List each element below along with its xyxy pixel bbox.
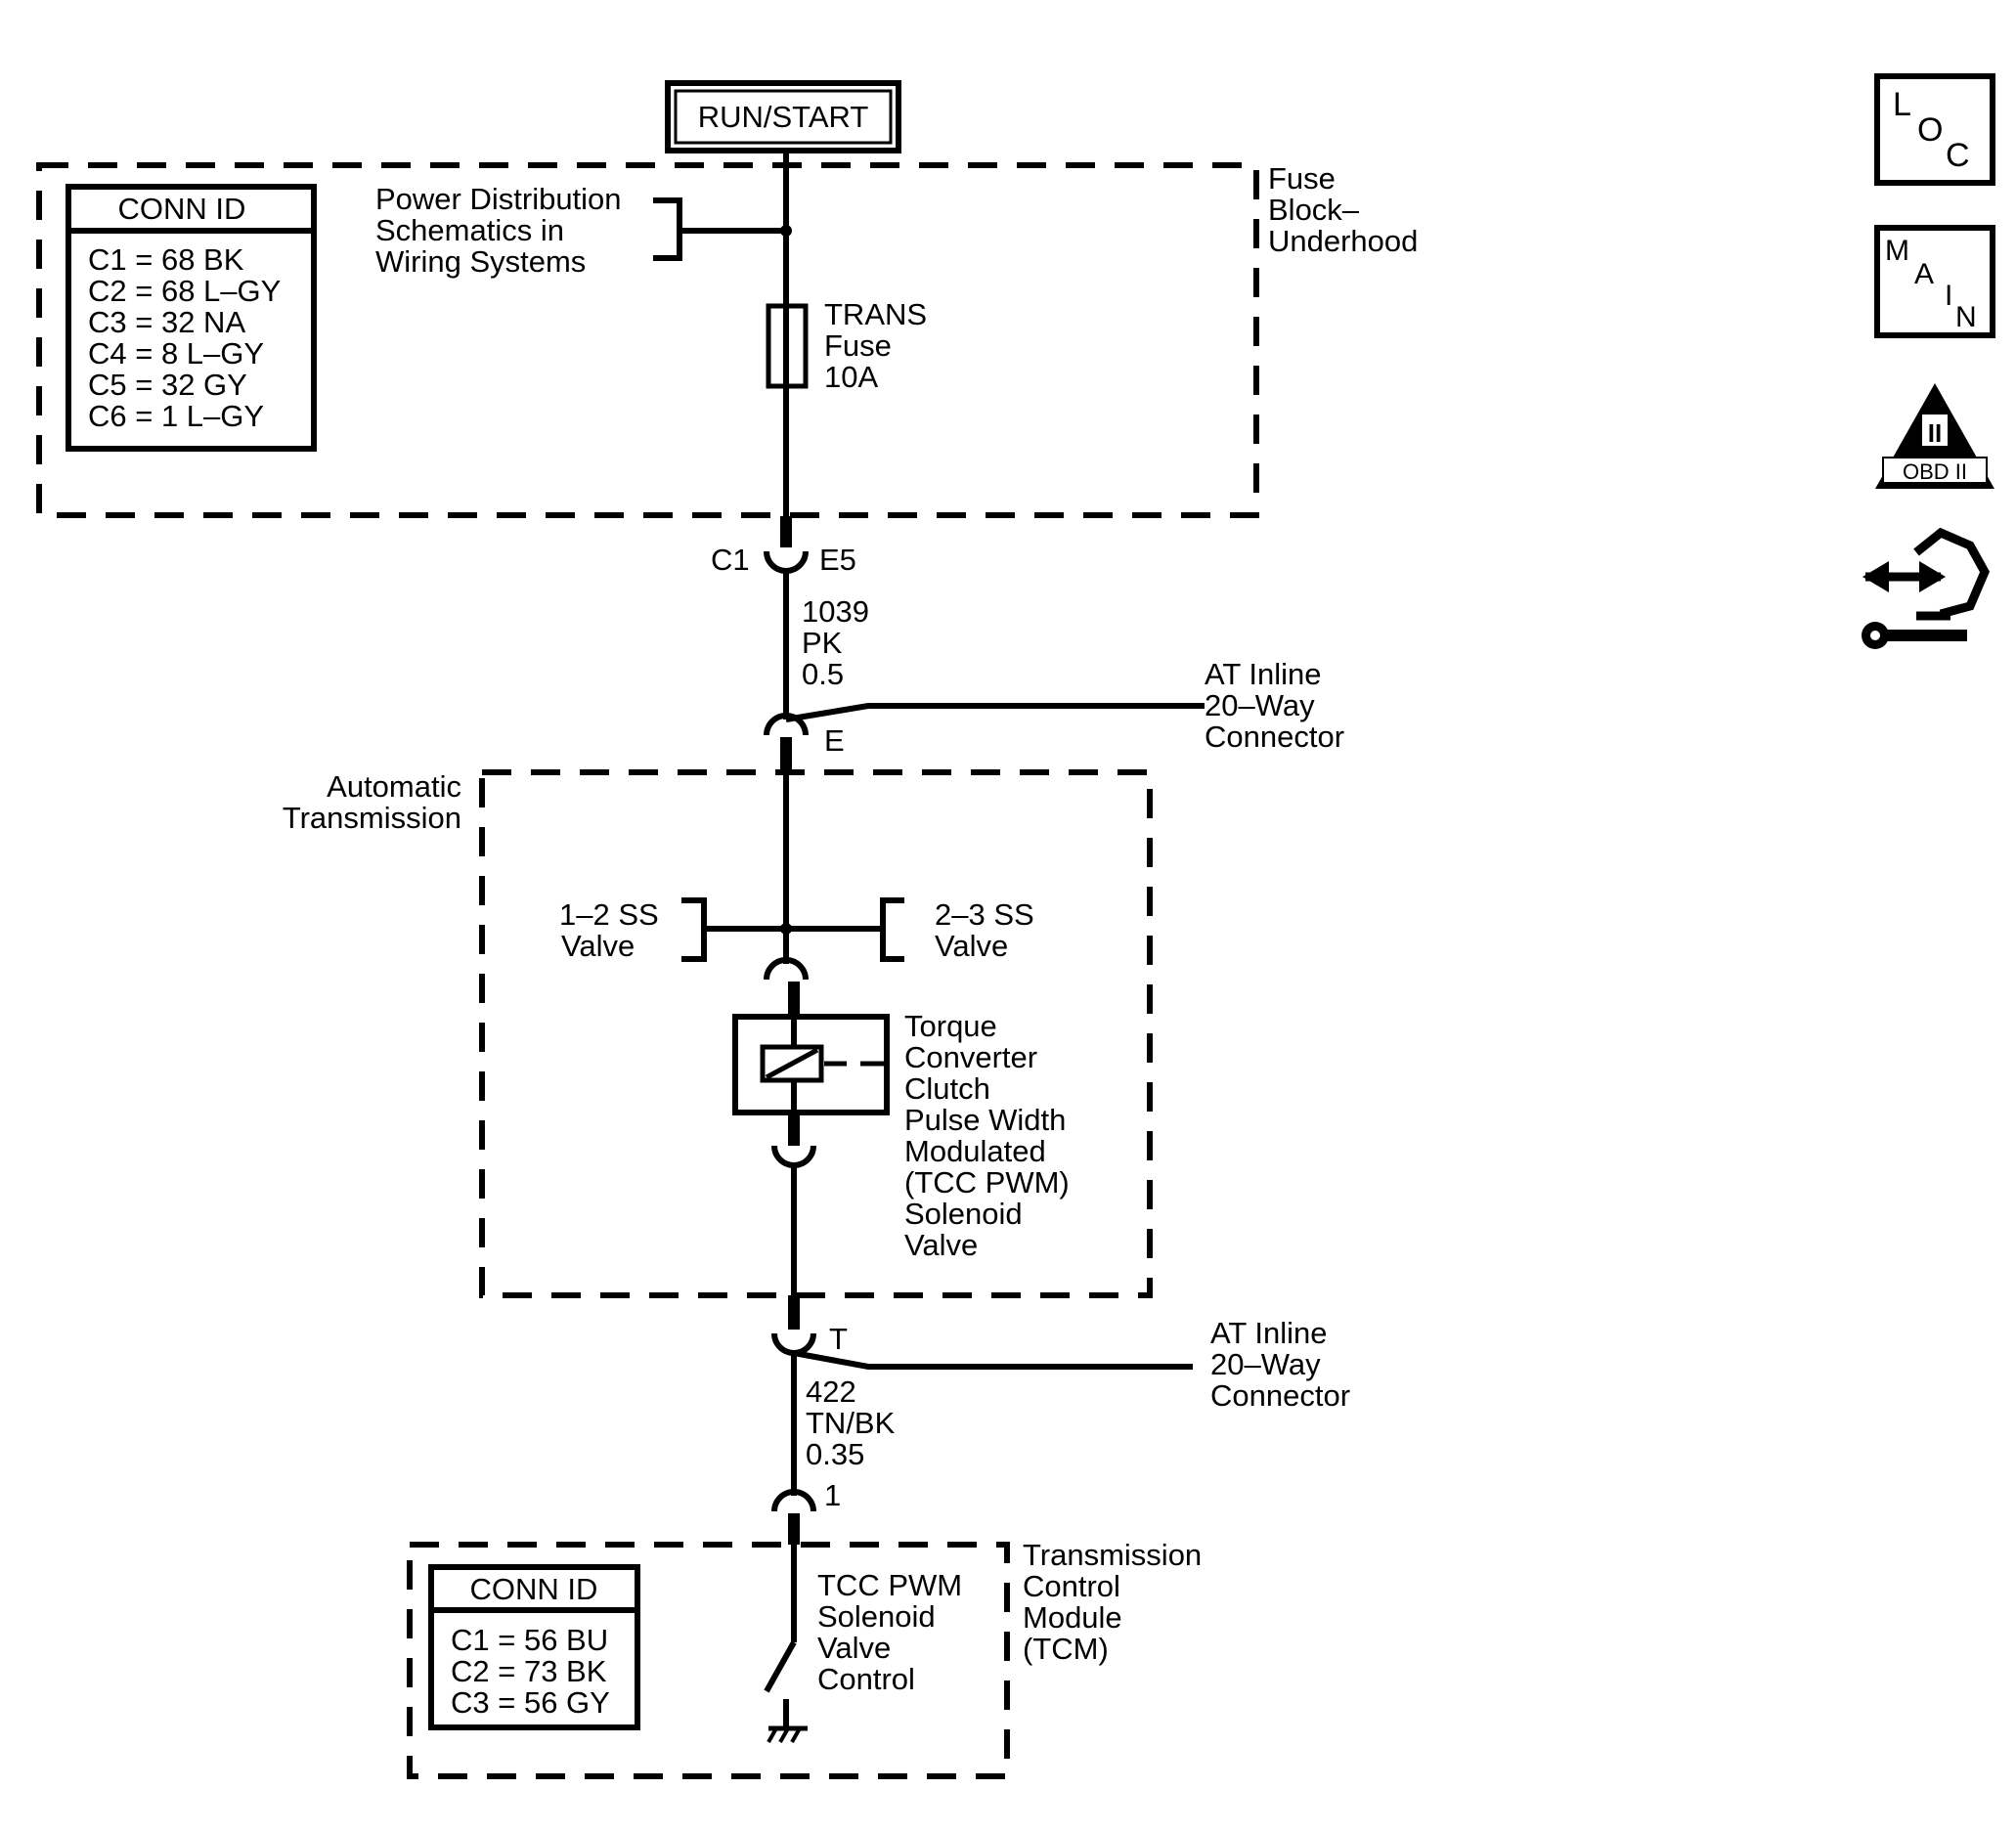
svg-text:Underhood: Underhood — [1268, 224, 1418, 258]
svg-text:O: O — [1917, 111, 1943, 149]
fuse-label: TRANS — [824, 297, 927, 331]
conn-id-row: C2 = 73 BK — [451, 1654, 607, 1688]
svg-text:M: M — [1885, 235, 1909, 267]
valve-1-2-label: 1–2 SS — [559, 897, 659, 932]
fuse-label: 10A — [824, 360, 878, 394]
svg-text:AT Inline: AT Inline — [1210, 1316, 1327, 1350]
tcm-outline — [407, 1542, 1010, 1779]
fuse-block-conn-id-table: CONN ID C1 = 68 BK C2 = 68 L–GY C3 = 32 … — [66, 184, 317, 452]
tcc-pwm-solenoid: Torque Converter Clutch Pulse Width Modu… — [732, 1009, 1070, 1262]
svg-text:(TCM): (TCM) — [1023, 1632, 1109, 1666]
svg-text:422: 422 — [806, 1375, 856, 1409]
svg-text:OBD II: OBD II — [1903, 459, 1967, 484]
svg-text:(TCC PWM): (TCC PWM) — [904, 1165, 1070, 1200]
svg-text:0.35: 0.35 — [806, 1437, 864, 1471]
connector-c1-e5: C1 E5 — [711, 543, 856, 577]
wire-1039-label: 1039 PK 0.5 — [802, 594, 869, 691]
svg-text:AT Inline: AT Inline — [1205, 657, 1321, 691]
svg-text:Control: Control — [1023, 1569, 1120, 1603]
svg-text:N: N — [1955, 301, 1977, 333]
svg-text:Block–: Block– — [1268, 193, 1360, 227]
svg-text:Control: Control — [817, 1662, 915, 1696]
svg-text:Pulse Width: Pulse Width — [904, 1103, 1066, 1137]
svg-text:Transmission: Transmission — [1023, 1538, 1202, 1572]
svg-text:TN/BK: TN/BK — [806, 1406, 896, 1440]
inline-connector-t: T AT Inline 20–Way Connector — [771, 1316, 1350, 1413]
run-start-label: RUN/START — [698, 100, 869, 134]
tcc-solenoid-label: Torque — [904, 1009, 997, 1043]
power-distribution-reference: Power Distribution Schematics in Wiring … — [375, 182, 792, 279]
svg-text:L: L — [1893, 86, 1911, 123]
svg-text:Clutch: Clutch — [904, 1071, 990, 1106]
fuse-block-outline — [36, 162, 1259, 518]
fuse-block-label: Fuse Block– Underhood — [1268, 161, 1418, 258]
svg-text:Module: Module — [1023, 1600, 1122, 1635]
svg-text:PK: PK — [802, 626, 843, 660]
conn-id-row: C3 = 56 GY — [451, 1685, 610, 1720]
svg-text:A: A — [1914, 258, 1934, 290]
conn-id-row: C4 = 8 L–GY — [88, 336, 264, 371]
svg-text:Connector: Connector — [1210, 1378, 1350, 1413]
svg-text:I: I — [1945, 280, 1952, 312]
svg-text:C: C — [1946, 137, 1970, 174]
conn-id-row: C1 = 56 BU — [451, 1623, 608, 1657]
connector-pin: 1 — [824, 1478, 841, 1512]
connector-id: C1 — [711, 543, 750, 577]
svg-text:Automatic: Automatic — [327, 769, 461, 804]
svg-text:Wiring Systems: Wiring Systems — [375, 244, 586, 279]
svg-text:20–Way: 20–Way — [1210, 1347, 1321, 1381]
fuse-label: Fuse — [824, 328, 892, 363]
diagnostic-wrench-icon[interactable] — [1862, 527, 1991, 649]
loc-icon[interactable]: L O C — [1874, 73, 1995, 186]
automatic-transmission-label: Automatic Transmission — [283, 769, 461, 835]
svg-text:Converter: Converter — [904, 1040, 1037, 1074]
trans-fuse: TRANS Fuse 10A — [766, 297, 927, 394]
svg-text:Valve: Valve — [561, 929, 635, 963]
svg-text:Schematics in: Schematics in — [375, 213, 564, 247]
svg-text:II: II — [1928, 418, 1942, 448]
tcm-conn-id-table: CONN ID C1 = 56 BU C2 = 73 BK C3 = 56 GY — [428, 1564, 640, 1730]
shift-solenoid-valves: 1–2 SS Valve 2–3 SS Valve — [559, 897, 1034, 963]
svg-text:Valve: Valve — [817, 1631, 891, 1665]
tcm-low-side-driver-switch: TCC PWM Solenoid Valve Control — [764, 1545, 962, 1743]
main-icon[interactable]: M A I N — [1874, 225, 1995, 338]
wire-422-label: 422 TN/BK 0.35 — [806, 1375, 896, 1471]
obd-ii-icon[interactable]: II OBD II — [1875, 383, 1994, 489]
svg-text:Power Distribution: Power Distribution — [375, 182, 622, 216]
connector-pin: E — [824, 723, 845, 758]
tcm-label: Transmission Control Module (TCM) — [1023, 1538, 1202, 1666]
svg-text:1039: 1039 — [802, 594, 869, 629]
svg-text:Transmission: Transmission — [283, 801, 461, 835]
conn-id-row: C3 = 32 NA — [88, 305, 245, 339]
svg-text:Solenoid: Solenoid — [904, 1197, 1023, 1231]
connector-pin: T — [829, 1322, 848, 1356]
conn-id-row: C2 = 68 L–GY — [88, 274, 281, 308]
run-start-source: RUN/START — [665, 80, 901, 153]
tcm-control-label: TCC PWM — [817, 1568, 962, 1602]
svg-text:0.5: 0.5 — [802, 657, 844, 691]
svg-text:Valve: Valve — [904, 1228, 978, 1262]
tcm-connector-pin-1: 1 — [771, 1478, 841, 1512]
automatic-transmission-outline — [479, 769, 1153, 1298]
inline-connector-e: E AT Inline 20–Way Connector — [764, 657, 1344, 758]
connector-pin: E5 — [819, 543, 856, 577]
svg-text:Connector: Connector — [1205, 720, 1344, 754]
svg-text:Valve: Valve — [935, 929, 1008, 963]
svg-text:Fuse: Fuse — [1268, 161, 1336, 196]
conn-id-row: C6 = 1 L–GY — [88, 399, 264, 433]
conn-id-title: CONN ID — [470, 1572, 598, 1606]
svg-text:20–Way: 20–Way — [1205, 688, 1315, 722]
conn-id-row: C1 = 68 BK — [88, 242, 244, 277]
svg-text:Modulated: Modulated — [904, 1134, 1046, 1168]
conn-id-title: CONN ID — [118, 192, 246, 226]
svg-text:Solenoid: Solenoid — [817, 1599, 936, 1634]
valve-2-3-label: 2–3 SS — [935, 897, 1034, 932]
conn-id-row: C5 = 32 GY — [88, 368, 247, 402]
